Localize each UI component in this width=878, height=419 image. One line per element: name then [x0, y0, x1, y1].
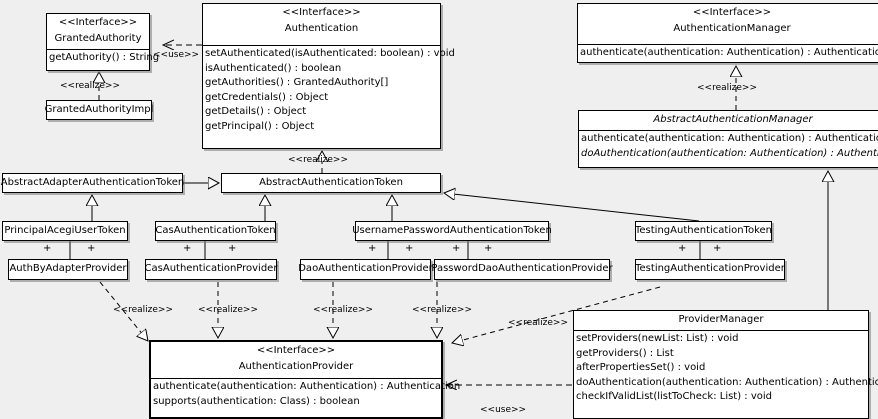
operation: supports(authentication: Class) : boolea… — [153, 395, 360, 407]
association-mark-plus: + — [678, 243, 687, 254]
operation: isAuthenticated() : boolean — [205, 62, 342, 74]
compartment-divider — [151, 378, 441, 379]
edge-label-realize-password-dao-provider: <<realize>> — [412, 305, 472, 315]
operations-compartment: authenticate(authentication: Authenticat… — [578, 45, 878, 60]
class-testing-authentication-token[interactable]: TestingAuthenticationToken — [635, 221, 772, 241]
edge-label-use-provider-manager: <<use>> — [480, 405, 527, 415]
class-name: AuthenticationManager — [673, 22, 791, 34]
operation: setAuthenticated(isAuthenticated: boolea… — [205, 48, 455, 59]
compartment-divider — [203, 45, 440, 46]
class-name: TestingAuthenticationToken — [634, 224, 773, 236]
class-name: UsernamePasswordAuthenticationToken — [352, 224, 552, 236]
association-mark-plus: + — [228, 243, 237, 254]
class-name: CasAuthenticationToken — [155, 224, 276, 236]
operations-compartment: setProviders(newList: List) : void getPr… — [574, 331, 878, 404]
class-name: DaoAuthenticationProvider — [298, 263, 433, 275]
compartment-divider — [578, 44, 878, 45]
compartment-divider — [47, 49, 149, 50]
class-auth-by-adapter-provider[interactable]: AuthByAdapterProvider — [8, 259, 128, 280]
edge-label-use-authentication-granted-authority: <<use>> — [153, 50, 200, 60]
operation: authenticate(authentication: Authenticat… — [153, 381, 461, 392]
stereotype-label: <<Interface>> — [58, 17, 138, 28]
association-mark-plus: + — [452, 243, 461, 254]
class-header: AbstractAuthenticationManager — [579, 111, 878, 130]
stereotype-label: <<Interface>> — [282, 7, 361, 18]
edge-label-realize-granted-authority-impl: <<realize>> — [60, 81, 120, 91]
association-mark-plus: + — [405, 243, 414, 254]
operations-compartment: authenticate(authentication: Authenticat… — [579, 131, 878, 160]
class-cas-authentication-provider[interactable]: CasAuthenticationProvider — [145, 259, 277, 280]
compartment-divider — [574, 330, 868, 331]
operation: doAuthentication(authentication: Authent… — [581, 147, 878, 159]
stereotype-label: <<Interface>> — [256, 345, 336, 356]
association-mark-plus: + — [368, 243, 377, 254]
class-header: <<Interface>> GrantedAuthority — [47, 14, 149, 49]
operation: authenticate(authentication: Authenticat… — [581, 133, 878, 144]
operation: getProviders() : List — [576, 347, 674, 359]
class-abstract-adapter-authentication-token[interactable]: AbstractAdapterAuthenticationToken — [0, 173, 185, 193]
class-name: GrantedAuthorityImpl — [44, 103, 154, 115]
class-name: ProviderManager — [678, 314, 764, 325]
class-name: GrantedAuthority — [54, 32, 142, 44]
operation: getCredentials() : Object — [205, 91, 329, 103]
class-granted-authority[interactable]: <<Interface>> GrantedAuthority getAuthor… — [46, 13, 160, 71]
class-abstract-authentication-token[interactable]: AbstractAuthenticationToken — [221, 173, 441, 193]
operation: getPrincipal() : Object — [205, 120, 315, 132]
operations-compartment: getAuthority() : String — [47, 50, 160, 65]
edge-label-realize-abstract-authentication-token: <<realize>> — [288, 155, 348, 165]
class-provider-manager[interactable]: ProviderManager setProviders(newList: Li… — [573, 310, 878, 419]
class-granted-authority-impl[interactable]: GrantedAuthorityImpl — [44, 100, 154, 120]
class-cas-authentication-token[interactable]: CasAuthenticationToken — [155, 221, 276, 241]
class-authentication-manager[interactable]: <<Interface>> AuthenticationManager auth… — [577, 3, 878, 63]
class-name: AbstractAuthenticationToken — [259, 176, 403, 188]
compartment-divider — [579, 130, 878, 131]
class-name: AuthByAdapterProvider — [9, 263, 127, 275]
edge-label-realize-cas-provider: <<realize>> — [198, 305, 258, 315]
class-abstract-authentication-manager[interactable]: AbstractAuthenticationManager authentica… — [578, 110, 878, 168]
class-header: <<Interface>> AuthenticationProvider — [151, 342, 441, 378]
class-dao-authentication-provider[interactable]: DaoAuthenticationProvider — [298, 259, 433, 280]
class-header: ProviderManager — [574, 311, 868, 330]
stereotype-label: <<Interface>> — [692, 7, 772, 18]
operation: checkIfValidList(listToCheck: List) : vo… — [576, 391, 773, 402]
class-password-dao-authentication-provider[interactable]: PasswordDaoAuthenticationProvider — [431, 259, 613, 280]
association-mark-plus: + — [484, 243, 493, 254]
class-principal-acegi-user-token[interactable]: PrincipalAcegiUserToken — [2, 221, 128, 241]
operation: doAuthentication(authentication: Authent… — [576, 376, 878, 388]
class-name: PrincipalAcegiUserToken — [4, 224, 126, 236]
edge-label-realize-abstract-authentication-manager: <<realize>> — [697, 83, 757, 93]
operation: getDetails() : Object — [205, 106, 307, 117]
operation: afterPropertiesSet() : void — [576, 362, 706, 373]
class-header: <<Interface>> Authentication — [203, 4, 440, 45]
edge-label-realize-testing-provider: <<realize>> — [508, 318, 568, 328]
class-testing-authentication-provider[interactable]: TestingAuthenticationProvider — [635, 259, 785, 280]
class-name: AbstractAuthenticationManager — [653, 114, 813, 125]
class-header: <<Interface>> AuthenticationManager — [578, 4, 878, 44]
class-name: Authentication — [284, 22, 359, 34]
operation: setProviders(newList: List) : void — [576, 333, 739, 344]
class-name: TestingAuthenticationProvider — [635, 263, 785, 275]
association-mark-plus: + — [713, 243, 722, 254]
edge-label-realize-auth-by-adapter-provider: <<realize>> — [113, 305, 173, 315]
operation: getAuthority() : String — [49, 52, 160, 63]
association-mark-plus: + — [43, 243, 52, 254]
operations-compartment: authenticate(authentication: Authenticat… — [151, 379, 461, 408]
association-mark-plus: + — [87, 243, 96, 254]
class-name: PasswordDaoAuthenticationProvider — [431, 263, 613, 275]
operations-compartment: setAuthenticated(isAuthenticated: boolea… — [203, 46, 455, 133]
operation: authenticate(authentication: Authenticat… — [580, 47, 878, 58]
edge-label-realize-dao-provider: <<realize>> — [313, 305, 373, 315]
class-name: AbstractAdapterAuthenticationToken — [0, 176, 185, 188]
association-mark-plus: + — [183, 243, 192, 254]
class-name: CasAuthenticationProvider — [144, 263, 278, 275]
class-username-password-authentication-token[interactable]: UsernamePasswordAuthenticationToken — [352, 221, 552, 241]
class-authentication-provider[interactable]: <<Interface>> AuthenticationProvider aut… — [149, 340, 461, 419]
class-authentication[interactable]: <<Interface>> Authentication setAuthenti… — [202, 3, 455, 149]
class-name: AuthenticationProvider — [238, 360, 354, 372]
operation: getAuthorities() : GrantedAuthority[] — [205, 77, 389, 88]
